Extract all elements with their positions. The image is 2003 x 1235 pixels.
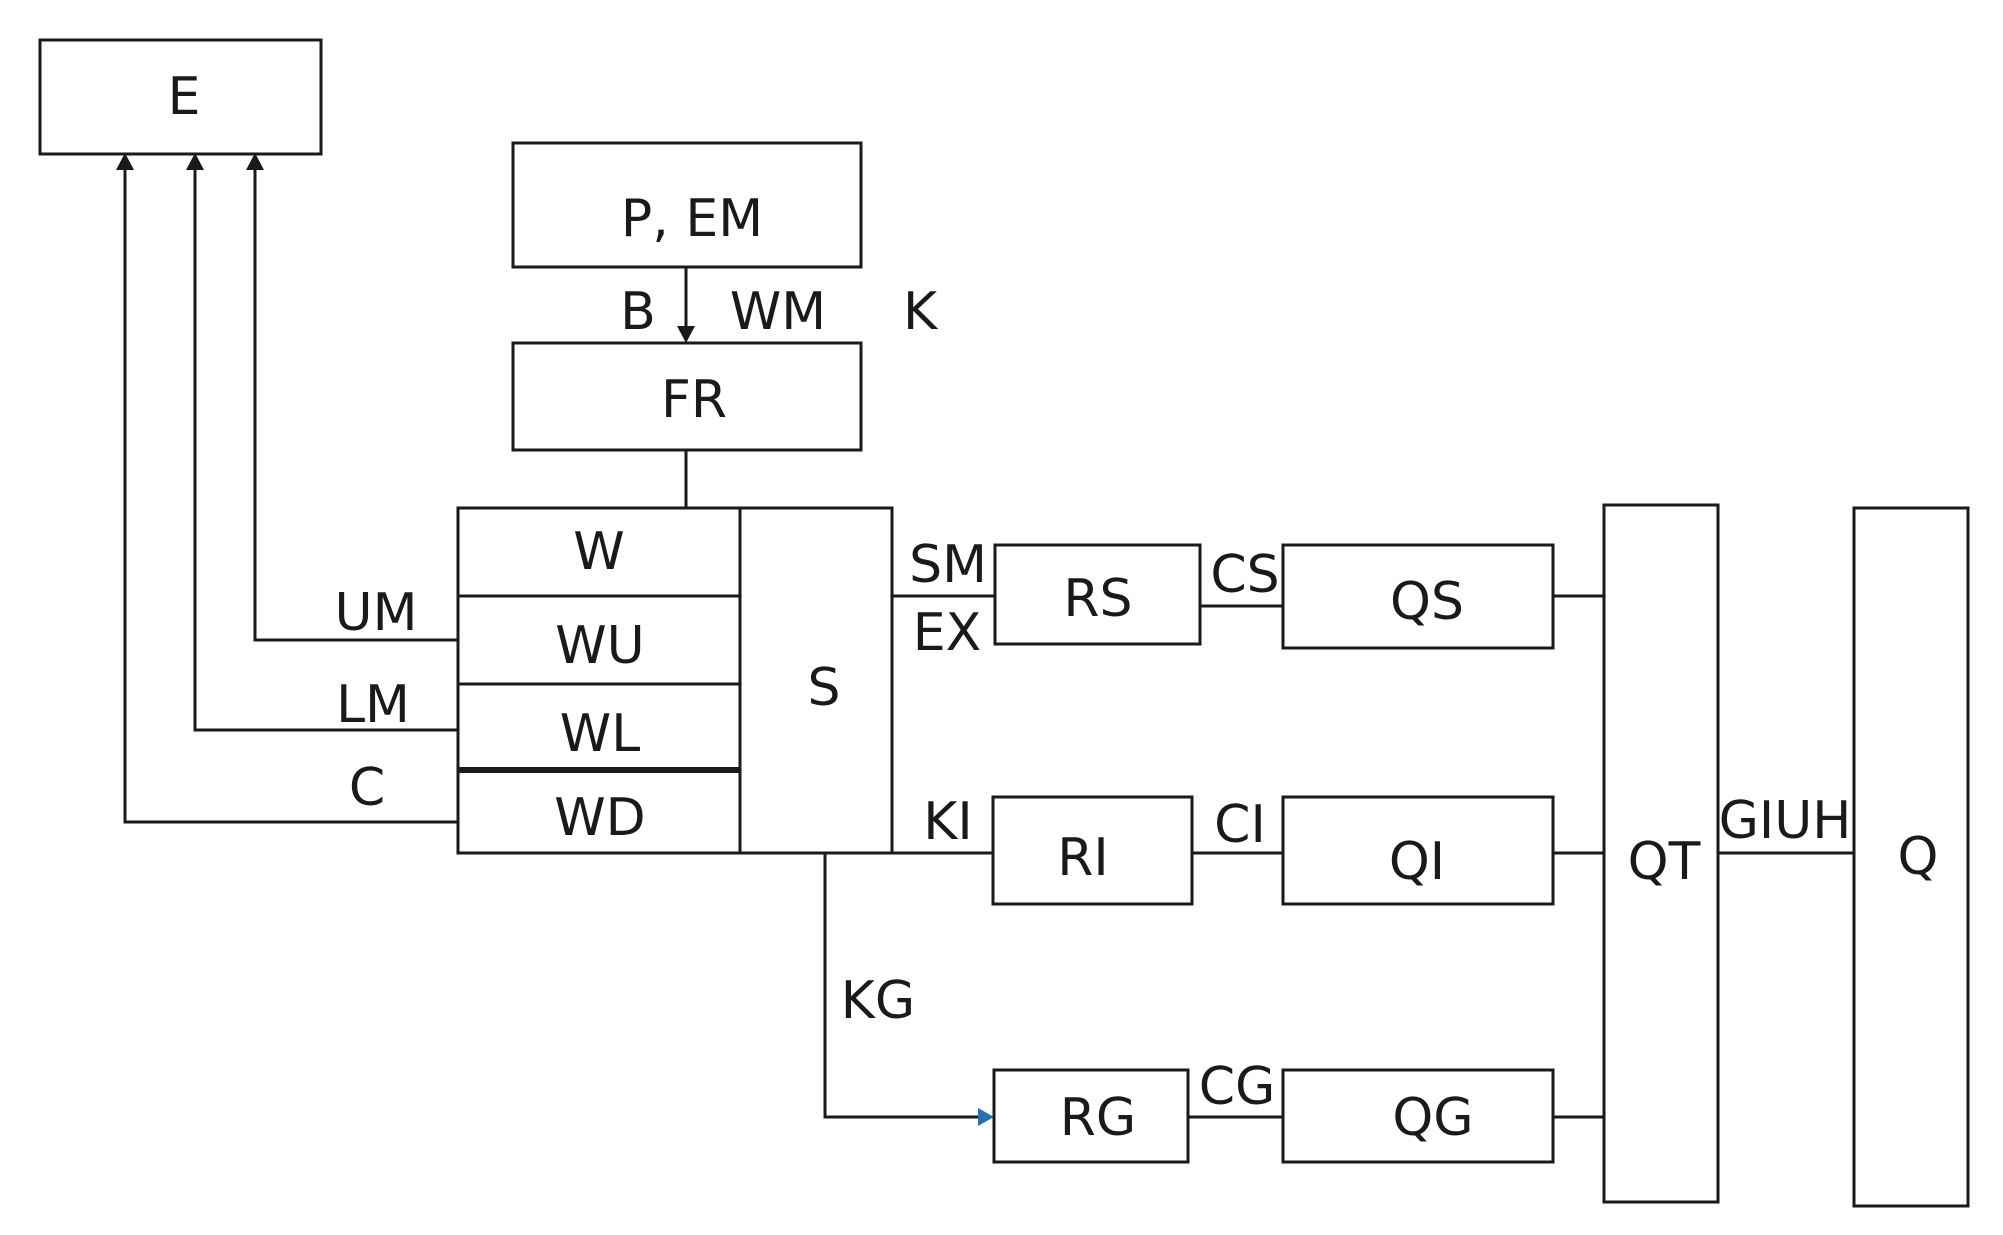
box-q-label: Q [1898, 827, 1939, 887]
label-giuh: GIUH [1719, 791, 1852, 851]
box-qt [1602, 503, 1720, 1204]
label-c: C [349, 758, 385, 818]
box-ri-label: RI [1057, 828, 1108, 888]
label-cs: CS [1210, 545, 1279, 605]
label-k: K [903, 282, 939, 342]
label-sm: SM [909, 535, 987, 595]
connector-kg [823, 853, 980, 1119]
arrowhead-lm [186, 153, 204, 170]
label-ki: KI [923, 792, 972, 852]
arrowhead-c [116, 153, 134, 170]
box-ri [991, 795, 1194, 906]
box-qs [1281, 543, 1555, 650]
box-qi-label: QI [1389, 832, 1445, 892]
connector-c [123, 168, 458, 824]
box-e [38, 38, 323, 156]
box-rs-label: RS [1063, 569, 1132, 629]
box-w-label: W [573, 522, 624, 582]
box-s-label: S [807, 658, 840, 718]
label-cg: CG [1199, 1057, 1276, 1117]
connector-lm [193, 168, 458, 732]
label-wm: WM [730, 282, 826, 342]
label-um: UM [335, 583, 418, 643]
arrowhead-um [246, 153, 264, 170]
box-wu-label: WU [555, 616, 644, 676]
label-ci: CI [1214, 795, 1266, 855]
box-qi [1281, 795, 1555, 906]
label-lm: LM [336, 675, 410, 735]
box-qg-label: QG [1392, 1088, 1473, 1148]
box-p-em-label: P, EM [621, 189, 763, 249]
label-ex: EX [913, 603, 981, 663]
box-wl-label: WL [560, 704, 640, 764]
box-rs [993, 543, 1202, 646]
box-s [738, 506, 894, 855]
box-wd-label: WD [554, 788, 645, 848]
box-q [1852, 506, 1970, 1208]
label-kg: KG [841, 971, 915, 1031]
box-p-em [511, 141, 863, 269]
box-e-label: E [168, 67, 201, 127]
arrowhead-pem-fr [677, 326, 695, 343]
box-rg-label: RG [1060, 1088, 1136, 1148]
box-qg [1281, 1068, 1555, 1164]
box-fr-label: FR [661, 370, 727, 430]
box-rg [992, 1068, 1190, 1164]
box-qs-label: QS [1390, 572, 1464, 632]
label-b: B [620, 282, 656, 342]
box-qt-label: QT [1628, 832, 1701, 892]
box-fr [511, 341, 863, 452]
connector-um [253, 168, 458, 642]
box-w-stack [456, 506, 742, 855]
arrowhead-kg [978, 1108, 994, 1126]
